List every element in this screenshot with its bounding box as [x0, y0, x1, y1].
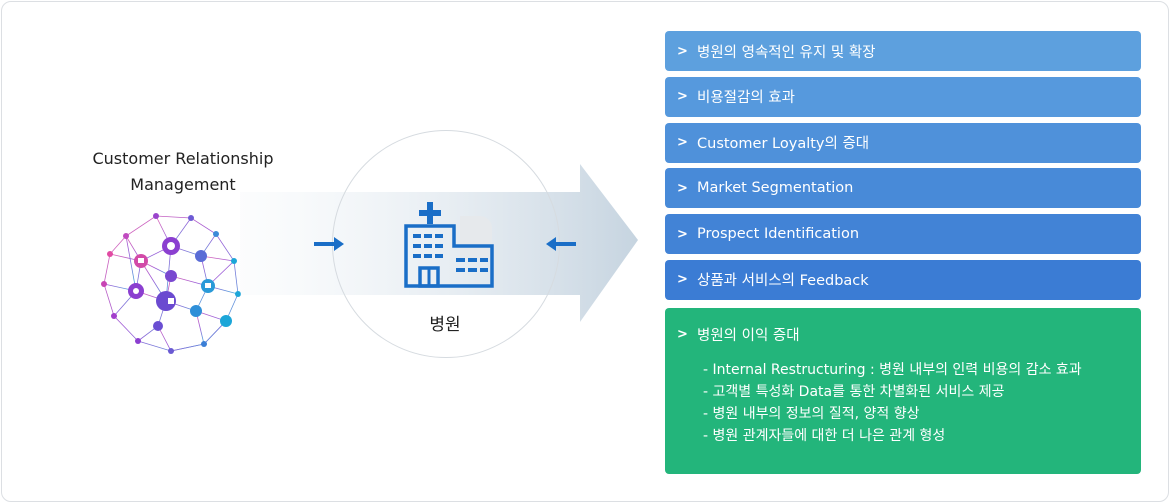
benefit-item-feedback: > 상품과 서비스의 Feedback	[665, 259, 1141, 300]
arrow-left-icon	[546, 237, 576, 251]
crm-title-line2: Management	[130, 175, 236, 194]
benefit-list: > 병원의 영속적인 유지 및 확장 > 비용절감의 효과 > Customer…	[665, 31, 1141, 306]
benefit-label: 병원의 영속적인 유지 및 확장	[697, 44, 876, 61]
chevron-right-icon: >	[677, 135, 688, 151]
result-item: - 병원 내부의 정보의 질적, 양적 향상	[703, 406, 920, 422]
hospital-icon	[404, 202, 494, 288]
arrow-right-icon	[314, 237, 344, 251]
result-item: - Internal Restructuring : 병원 내부의 인력 비용의…	[703, 362, 1082, 378]
crm-title-line1: Customer Relationship	[92, 149, 274, 168]
benefit-item-segmentation: > Market Segmentation	[665, 168, 1141, 209]
network-globe-icon	[101, 213, 241, 354]
chevron-right-icon: >	[677, 327, 688, 342]
benefit-label: Prospect Identification	[697, 226, 860, 243]
hospital-label: 병원	[429, 315, 461, 335]
benefit-label: 비용절감의 효과	[697, 90, 795, 107]
benefit-label: Customer Loyalty의 증대	[697, 136, 870, 153]
chevron-right-icon: >	[677, 43, 688, 59]
benefit-label: Market Segmentation	[697, 180, 854, 197]
chevron-right-icon: >	[677, 180, 688, 196]
benefit-item-prospect: > Prospect Identification	[665, 214, 1141, 255]
result-item: - 병원 관계자들에 대한 더 나은 관계 형성	[703, 428, 946, 444]
benefit-item-cost-reduction: > 비용절감의 효과	[665, 76, 1141, 117]
result-box: > 병원의 이익 증대 - Internal Restructuring : 병…	[665, 308, 1141, 474]
result-list: - Internal Restructuring : 병원 내부의 인력 비용의…	[677, 359, 1129, 447]
result-item: - 고객별 특성화 Data를 통한 차별화된 서비스 제공	[703, 384, 1005, 400]
result-title-row: > 병원의 이익 증대	[677, 324, 1129, 345]
benefit-item-loyalty: > Customer Loyalty의 증대	[665, 122, 1141, 163]
crm-title: Customer Relationship Management	[60, 146, 306, 198]
benefit-item-growth: > 병원의 영속적인 유지 및 확장	[665, 31, 1141, 71]
benefit-label: 상품과 서비스의 Feedback	[697, 273, 869, 290]
chevron-right-icon: >	[677, 89, 688, 105]
chevron-right-icon: >	[677, 272, 688, 288]
result-title: 병원의 이익 증대	[697, 328, 800, 344]
chevron-right-icon: >	[677, 226, 688, 242]
